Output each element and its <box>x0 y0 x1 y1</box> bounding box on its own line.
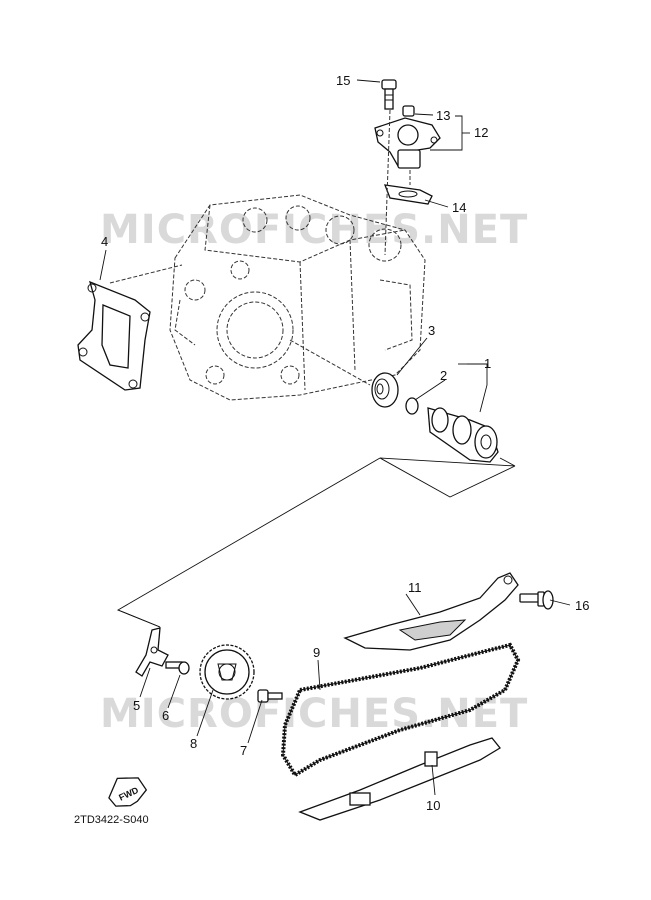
callout-11: 11 <box>408 580 422 595</box>
callouts: 15 13 12 14 4 3 1 2 11 16 9 5 6 8 7 10 <box>101 73 589 813</box>
callout-9: 9 <box>313 645 320 660</box>
callout-15: 15 <box>336 73 350 88</box>
callout-7: 7 <box>240 743 247 758</box>
bolt-part-15 <box>381 79 397 110</box>
camshaft-part-1 <box>427 407 499 463</box>
callout-12: 12 <box>474 125 488 140</box>
callout-13: 13 <box>436 108 450 123</box>
callout-6: 6 <box>162 708 169 723</box>
diagram-code: 2TD3422-S040 <box>74 814 149 826</box>
callout-8: 8 <box>190 736 197 751</box>
bolt-part-6 <box>165 661 190 675</box>
callout-3: 3 <box>428 323 435 338</box>
callout-16: 16 <box>575 598 589 613</box>
fwd-arrow-icon: FWD <box>108 777 148 807</box>
bolt-part-7 <box>257 689 283 703</box>
bolt-part-16 <box>519 590 554 610</box>
o-ring-part-2 <box>405 397 419 415</box>
cap-part-13 <box>402 105 415 117</box>
callout-5: 5 <box>133 698 140 713</box>
callout-14: 14 <box>452 200 466 215</box>
plate-part-5 <box>135 627 169 677</box>
bearing-part-3 <box>371 372 399 408</box>
leader-lines <box>99 79 571 796</box>
callout-1: 1 <box>484 356 491 371</box>
gasket-part-4 <box>77 280 151 391</box>
cam-sprocket-part-8 <box>199 644 255 700</box>
callout-10: 10 <box>426 798 440 813</box>
callout-4: 4 <box>101 234 108 249</box>
callout-2: 2 <box>440 368 447 383</box>
tensioner-part-12 <box>374 117 441 169</box>
chain-guide-part-11 <box>343 572 519 651</box>
chain-guide-part-10 <box>298 737 501 821</box>
tensioner-gasket-part-14 <box>383 184 433 205</box>
cam-chain-part-9 <box>280 642 521 778</box>
watermark-top: MICROFICHES.NET <box>100 207 528 253</box>
cylinder-head <box>169 194 426 401</box>
